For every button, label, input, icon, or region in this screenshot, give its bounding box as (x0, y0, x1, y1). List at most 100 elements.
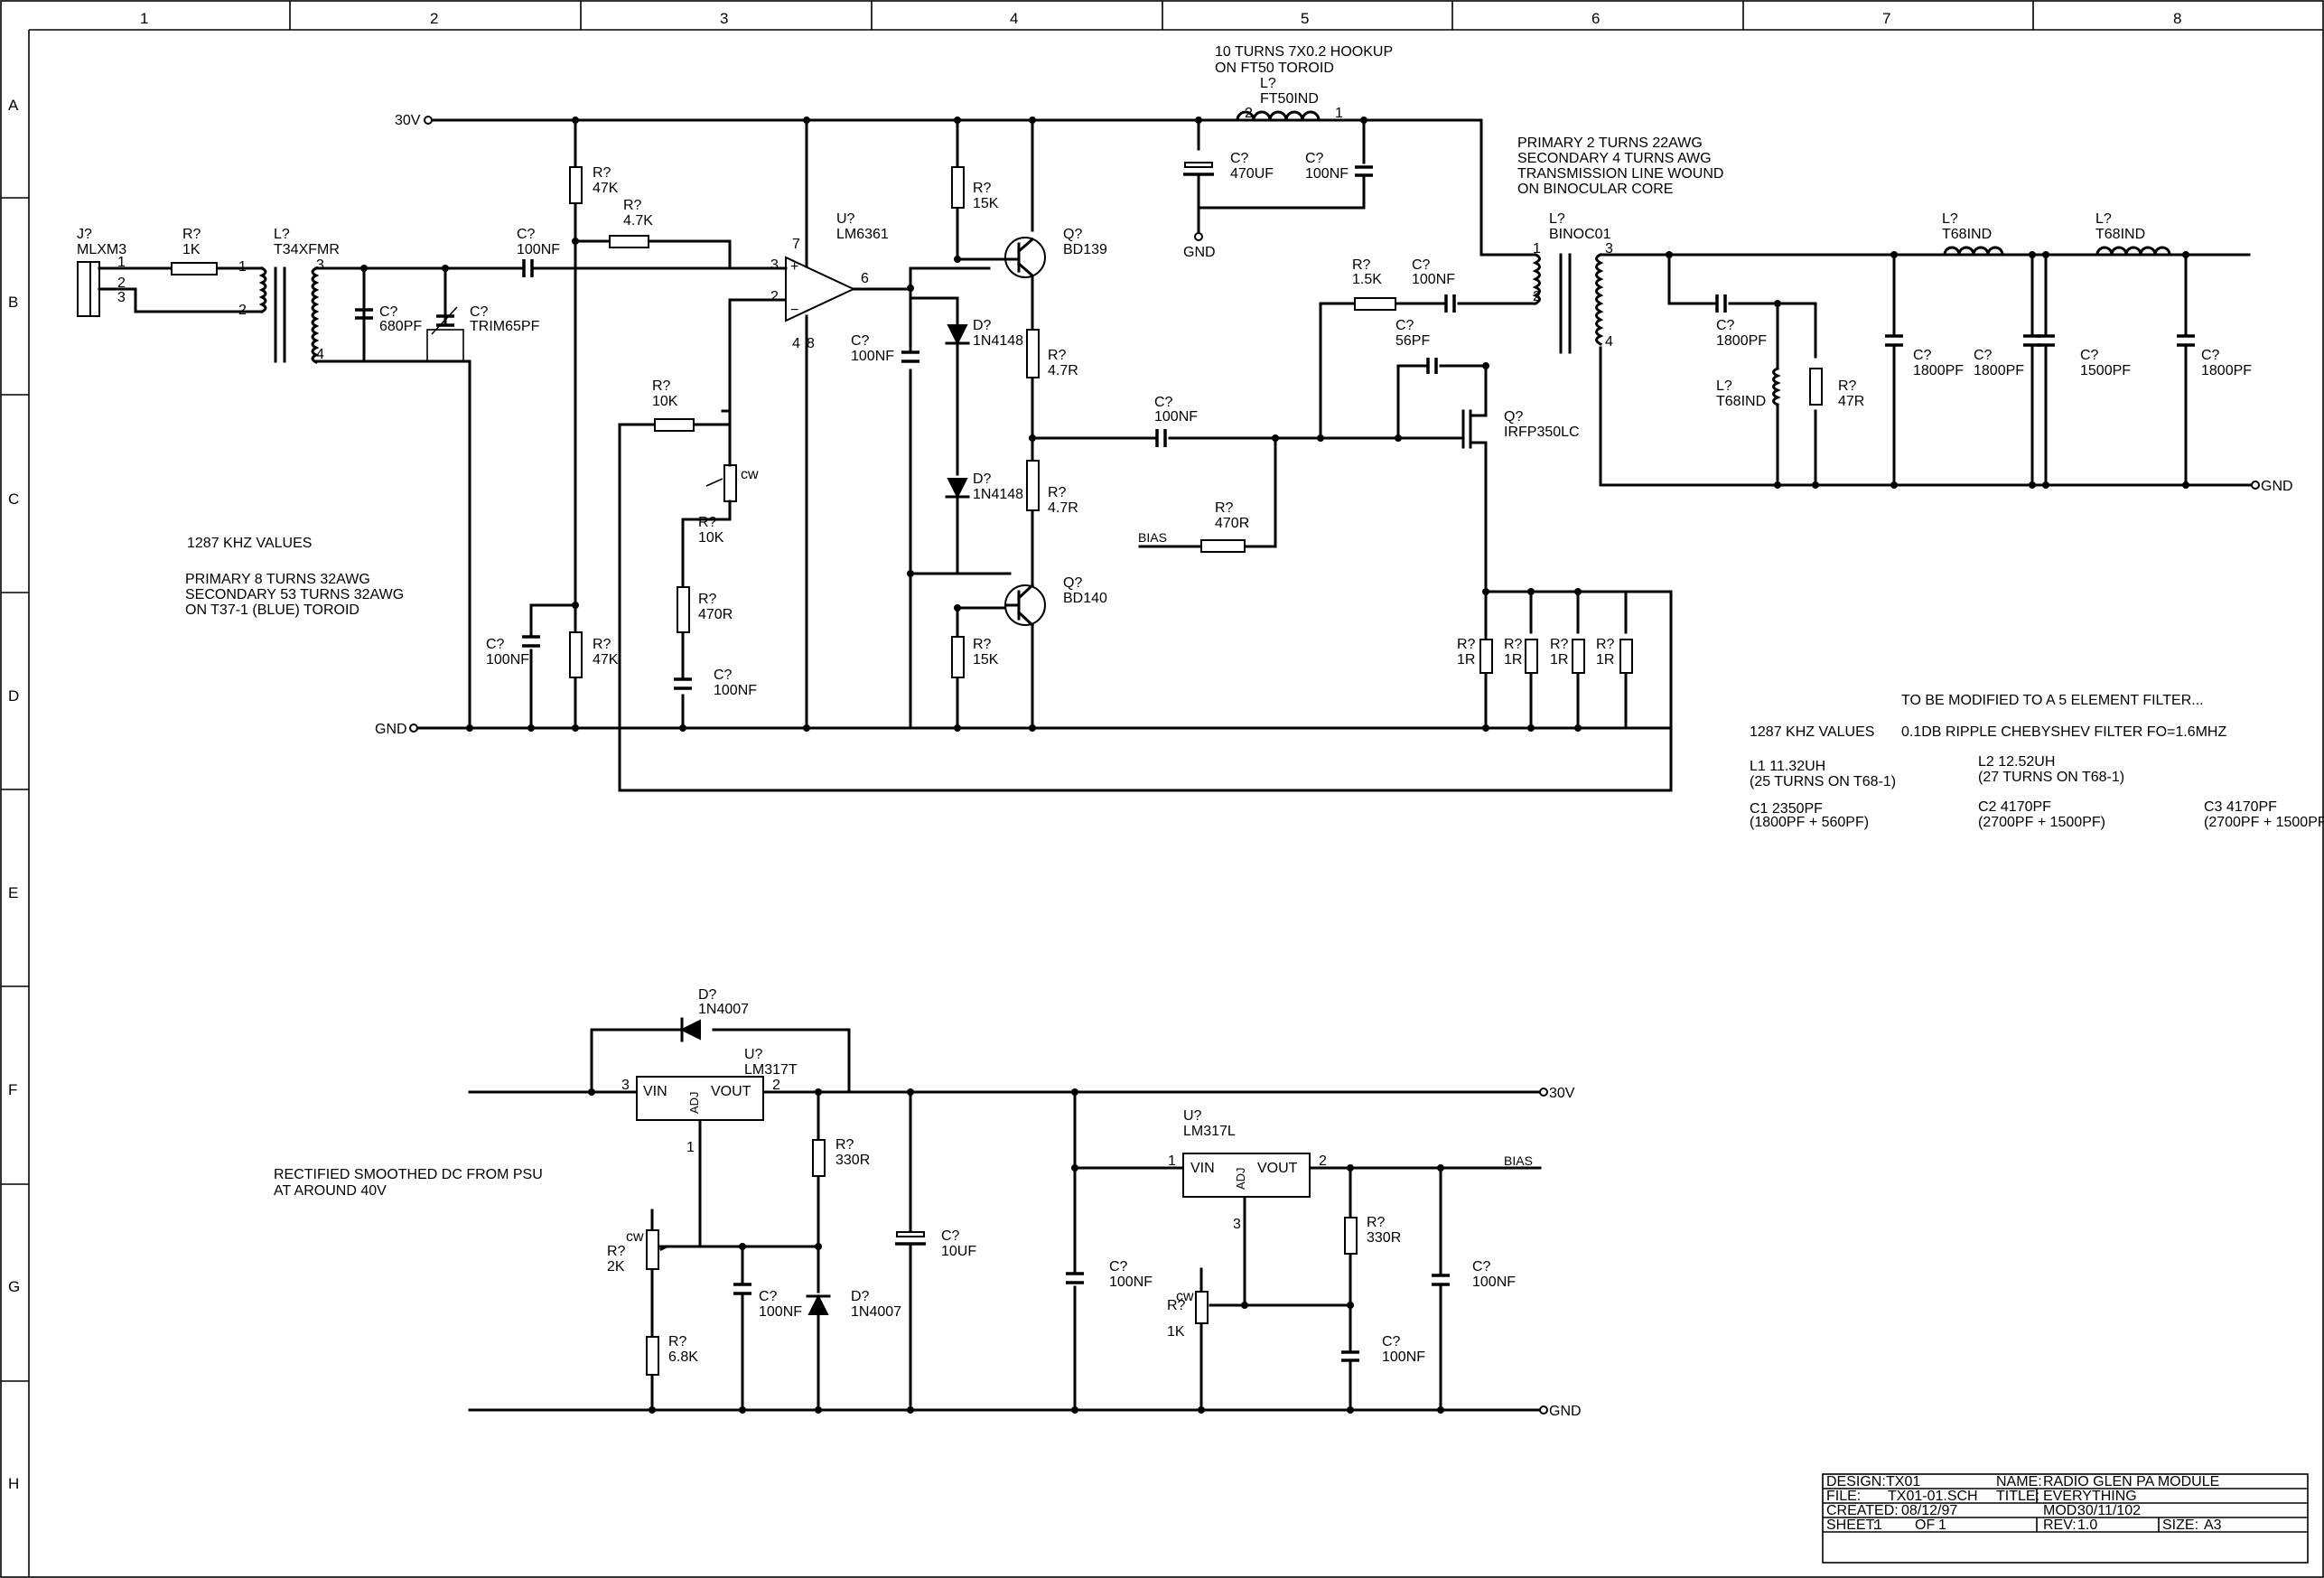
note: L2 12.52UH (1978, 754, 2055, 770)
svg-text:R?: R? (182, 227, 201, 242)
svg-text:T34XFMR: T34XFMR (274, 242, 340, 257)
svg-text:C?: C? (1716, 318, 1735, 333)
resistor-15k-bottom (951, 636, 965, 678)
svg-text:SHEET:: SHEET: (1826, 1517, 1877, 1533)
resistor-470r (677, 586, 690, 633)
row-label: B (8, 294, 18, 311)
resistor-15k-top (951, 166, 965, 209)
svg-text:2: 2 (238, 303, 247, 318)
capacitor-56pf (1426, 358, 1438, 374)
note: RECTIFIED SMOOTHED DC FROM PSU (274, 1167, 543, 1182)
wires-main (122, 118, 2253, 792)
svg-text:FT50IND: FT50IND (1260, 91, 1319, 107)
capacitor-adj (733, 1283, 751, 1295)
row-label: G (8, 1278, 20, 1295)
svg-text:L?: L? (1260, 76, 1276, 91)
svg-text:VOUT: VOUT (711, 1084, 751, 1099)
capacitor-drain-feedback (1444, 294, 1456, 313)
svg-text:3: 3 (1605, 241, 1613, 257)
svg-text:Q?: Q? (1504, 409, 1523, 425)
svg-text:cw: cw (741, 467, 759, 482)
capacitor-coupling (522, 259, 534, 277)
svg-text:47K: 47K (593, 652, 619, 668)
svg-text:100NF: 100NF (759, 1304, 802, 1320)
svg-text:4.7R: 4.7R (1048, 363, 1078, 378)
svg-text:C?: C? (2080, 348, 2099, 363)
svg-text:CREATED:: CREATED: (1826, 1503, 1899, 1518)
port-gnd-rf (2251, 481, 2260, 490)
capacitor-1800pf-c1 (1885, 334, 1903, 347)
transistor-bd140 (1004, 583, 1046, 628)
svg-text:C?: C? (470, 304, 489, 320)
svg-text:3: 3 (316, 257, 324, 273)
port-label: GND (2261, 479, 2293, 494)
svg-text:1: 1 (1938, 1517, 1946, 1533)
note: SECONDARY 4 TURNS AWG (1517, 151, 1712, 166)
capacitor-bias-filter (1341, 1350, 1359, 1362)
title-block (1822, 1473, 2309, 1564)
svg-text:3: 3 (621, 1078, 630, 1093)
svg-text:−: − (790, 303, 798, 318)
svg-text:100NF: 100NF (851, 349, 894, 364)
port-30v (424, 116, 433, 125)
svg-text:4: 4 (316, 347, 324, 362)
svg-text:C?: C? (1472, 1259, 1491, 1275)
svg-text:REV:: REV: (2043, 1517, 2077, 1533)
note: (2700PF + 1500PF) (1978, 815, 2105, 830)
svg-text:470UF: 470UF (1230, 166, 1274, 182)
resistor-4k7 (609, 235, 649, 248)
svg-text:1800PF: 1800PF (1716, 333, 1767, 349)
diode-1n4007-bypass (679, 1017, 701, 1042)
svg-text:C?: C? (941, 1228, 960, 1244)
capacitor-opamp-gnd (674, 677, 692, 690)
svg-text:1800PF: 1800PF (1913, 363, 1964, 378)
svg-text:Q?: Q? (1063, 227, 1082, 242)
port-label: GND (1549, 1404, 1582, 1419)
svg-text:1R: 1R (1457, 652, 1475, 668)
svg-text:T68IND: T68IND (1942, 227, 1992, 242)
resistor-1k5 (1354, 297, 1396, 311)
svg-text:C?: C? (1913, 348, 1932, 363)
svg-text:6.8K: 6.8K (668, 1349, 698, 1365)
svg-text:R?: R? (698, 515, 717, 530)
transformer-t34 (258, 266, 320, 365)
port-label: BIAS (1504, 1153, 1533, 1168)
svg-text:U?: U? (836, 211, 855, 227)
svg-text:TX01-01.SCH: TX01-01.SCH (1888, 1489, 1978, 1504)
row-label: E (8, 884, 18, 901)
svg-text:+: + (790, 259, 798, 275)
note: (1800PF + 560PF) (1750, 815, 1869, 830)
svg-text:1: 1 (1335, 106, 1343, 121)
resistor-10k (654, 418, 695, 432)
svg-text:VIN: VIN (643, 1084, 667, 1099)
resistor-1r-a (1479, 639, 1493, 674)
note: AT AROUND 40V (274, 1183, 387, 1199)
svg-text:100NF: 100NF (1412, 272, 1455, 287)
note: L1 11.32UH (1750, 759, 1825, 774)
svg-text:R?: R? (1167, 1298, 1186, 1313)
svg-text:C?: C? (1154, 395, 1173, 410)
svg-text:MOD:: MOD: (2043, 1503, 2081, 1518)
svg-text:100NF: 100NF (517, 242, 560, 257)
svg-text:BD140: BD140 (1063, 591, 1107, 606)
svg-text:1: 1 (1533, 241, 1541, 257)
svg-text:R?: R? (1352, 257, 1371, 273)
resistor-47r (1809, 368, 1823, 406)
resistor-1r-c (1572, 639, 1585, 674)
svg-text:1R: 1R (1550, 652, 1568, 668)
svg-text:MLXM3: MLXM3 (77, 242, 126, 257)
note: (27 TURNS ON T68-1) (1978, 770, 2124, 785)
svg-text:100NF: 100NF (1305, 166, 1349, 182)
port-30v-out (1539, 1088, 1548, 1097)
resistor-330r-main (812, 1139, 826, 1177)
svg-text:1: 1 (1874, 1517, 1882, 1533)
svg-text:C?: C? (714, 668, 733, 683)
svg-text:R?: R? (1048, 348, 1067, 363)
svg-text:1800PF: 1800PF (1974, 363, 2024, 378)
note: PRIMARY 8 TURNS 32AWG (185, 572, 370, 587)
svg-text:R?: R? (835, 1137, 854, 1153)
svg-text:VIN: VIN (1190, 1161, 1215, 1176)
note: SECONDARY 53 TURNS 32AWG (185, 587, 404, 602)
note: PRIMARY 2 TURNS 22AWG (1517, 135, 1703, 151)
